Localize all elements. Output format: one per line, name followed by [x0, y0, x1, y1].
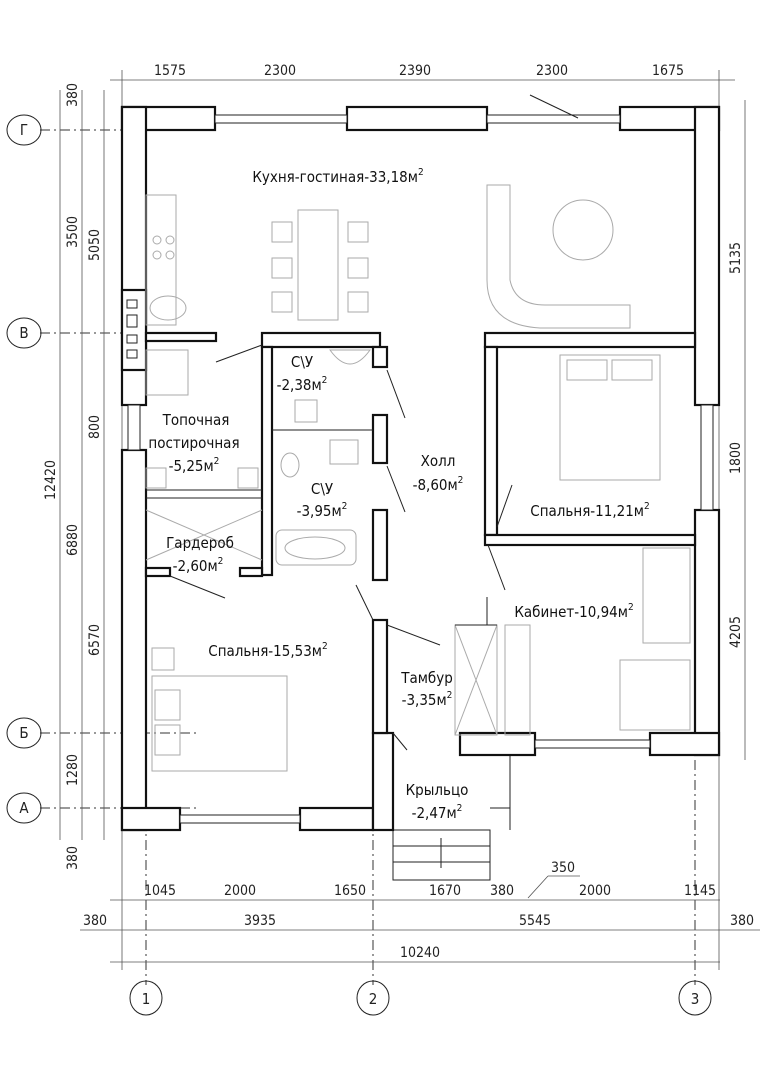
- svg-text:-3,95м2: -3,95м2: [297, 501, 348, 520]
- svg-text:Тамбур: Тамбур: [400, 669, 453, 687]
- dims-left-outer: 380 3500 12420 6880 1280 380: [43, 83, 81, 870]
- room-label-kitchen-living: Кухня-гостиная-33,18м2: [252, 167, 423, 186]
- svg-text:-3,35м2: -3,35м2: [402, 690, 453, 709]
- room-label-vestibule: Тамбур -3,35м2: [400, 669, 453, 709]
- svg-text:2: 2: [369, 990, 378, 1008]
- room-label-wardrobe: Гардероб -2,60м2: [166, 534, 234, 575]
- svg-text:Холл: Холл: [421, 452, 456, 470]
- dims-bottom-2: 380 3935 5545 380 10240: [83, 913, 754, 961]
- svg-text:800: 800: [87, 415, 103, 439]
- svg-text:6570: 6570: [87, 624, 103, 656]
- axis-bubble-row-a: А: [6, 792, 42, 824]
- svg-text:1800: 1800: [728, 442, 744, 474]
- room-label-porch: Крыльцо -2,47м2: [406, 781, 469, 822]
- dimension-lines: [59, 70, 760, 970]
- svg-text:В: В: [19, 324, 28, 342]
- furniture: [145, 184, 691, 772]
- dims-top: 1575 2300 2390 2300 1675: [154, 63, 684, 79]
- svg-text:Спальня-15,53м2: Спальня-15,53м2: [208, 641, 327, 660]
- axis-bubble-col-1: 1: [129, 980, 163, 1016]
- porch-stairs: [392, 755, 511, 881]
- axis-lines: [40, 129, 696, 985]
- svg-text:350: 350: [551, 860, 575, 876]
- svg-text:Спальня-11,21м2: Спальня-11,21м2: [530, 501, 649, 520]
- svg-text:3935: 3935: [244, 913, 276, 929]
- axis-bubble-col-3: 3: [678, 980, 712, 1016]
- svg-text:Топочная: Топочная: [162, 411, 230, 429]
- room-label-bathroom-2: С\У -3,95м2: [297, 480, 348, 520]
- svg-text:380: 380: [83, 913, 107, 929]
- svg-text:1670: 1670: [429, 883, 461, 899]
- room-label-bedroom-15: Спальня-15,53м2: [208, 641, 327, 660]
- svg-text:1650: 1650: [334, 883, 366, 899]
- svg-text:380: 380: [730, 913, 754, 929]
- dims-bottom-1: 1045 2000 1650 1670 380 2000 1145 350: [144, 860, 716, 899]
- svg-text:5545: 5545: [519, 913, 551, 929]
- svg-text:-2,38м2: -2,38м2: [277, 375, 328, 394]
- svg-text:Гардероб: Гардероб: [166, 534, 234, 552]
- svg-text:10240: 10240: [400, 945, 440, 961]
- axis-bubble-row-g: Г: [6, 114, 42, 146]
- svg-text:1675: 1675: [652, 63, 684, 79]
- svg-text:1280: 1280: [65, 754, 81, 786]
- svg-text:380: 380: [490, 883, 514, 899]
- svg-text:3: 3: [691, 990, 700, 1008]
- svg-text:2000: 2000: [579, 883, 611, 899]
- svg-text:2300: 2300: [264, 63, 296, 79]
- svg-text:5050: 5050: [87, 229, 103, 261]
- svg-text:1045: 1045: [144, 883, 176, 899]
- svg-text:2390: 2390: [399, 63, 431, 79]
- svg-text:Кухня-гостиная-33,18м2: Кухня-гостиная-33,18м2: [252, 167, 423, 186]
- room-label-office: Кабинет-10,94м2: [514, 602, 633, 621]
- svg-text:С\У: С\У: [291, 353, 313, 371]
- svg-text:380: 380: [65, 83, 81, 107]
- svg-text:-2,47м2: -2,47м2: [412, 803, 463, 822]
- exterior-walls: [120, 105, 721, 832]
- svg-text:4205: 4205: [728, 616, 744, 648]
- windows[interactable]: [127, 114, 714, 824]
- dims-left-inner: 5050 800 6570: [87, 229, 103, 656]
- axis-bubble-row-v: В: [6, 317, 42, 349]
- interior-walls: [144, 331, 697, 735]
- svg-text:3500: 3500: [65, 216, 81, 248]
- svg-text:-5,25м2: -5,25м2: [169, 456, 220, 475]
- chimney: [126, 299, 138, 359]
- svg-text:2300: 2300: [536, 63, 568, 79]
- svg-text:Б: Б: [19, 724, 28, 742]
- axis-bubble-col-2: 2: [356, 980, 390, 1016]
- doors[interactable]: [169, 94, 579, 751]
- svg-text:2000: 2000: [224, 883, 256, 899]
- svg-text:постирочная: постирочная: [148, 434, 239, 452]
- dims-right: 5135 1800 4205: [728, 242, 744, 648]
- svg-text:-2,60м2: -2,60м2: [173, 556, 224, 575]
- axis-bubble-row-b: Б: [6, 717, 42, 749]
- svg-text:А: А: [19, 799, 29, 817]
- svg-text:С\У: С\У: [311, 480, 333, 498]
- svg-text:1575: 1575: [154, 63, 186, 79]
- room-label-boiler-laundry: Топочная постирочная -5,25м2: [148, 411, 239, 475]
- svg-text:1: 1: [142, 990, 151, 1008]
- svg-text:1145: 1145: [684, 883, 716, 899]
- svg-text:12420: 12420: [43, 460, 59, 500]
- room-label-hall: Холл -8,60м2: [413, 452, 464, 494]
- room-label-bedroom-11: Спальня-11,21м2: [530, 501, 649, 520]
- svg-text:6880: 6880: [65, 524, 81, 556]
- svg-text:Крыльцо: Крыльцо: [406, 781, 469, 799]
- svg-text:5135: 5135: [728, 242, 744, 274]
- svg-text:Г: Г: [20, 121, 28, 139]
- svg-text:Кабинет-10,94м2: Кабинет-10,94м2: [514, 602, 633, 621]
- svg-text:380: 380: [65, 846, 81, 870]
- room-label-bathroom-1: С\У -2,38м2: [277, 353, 328, 394]
- svg-text:-8,60м2: -8,60м2: [413, 475, 464, 494]
